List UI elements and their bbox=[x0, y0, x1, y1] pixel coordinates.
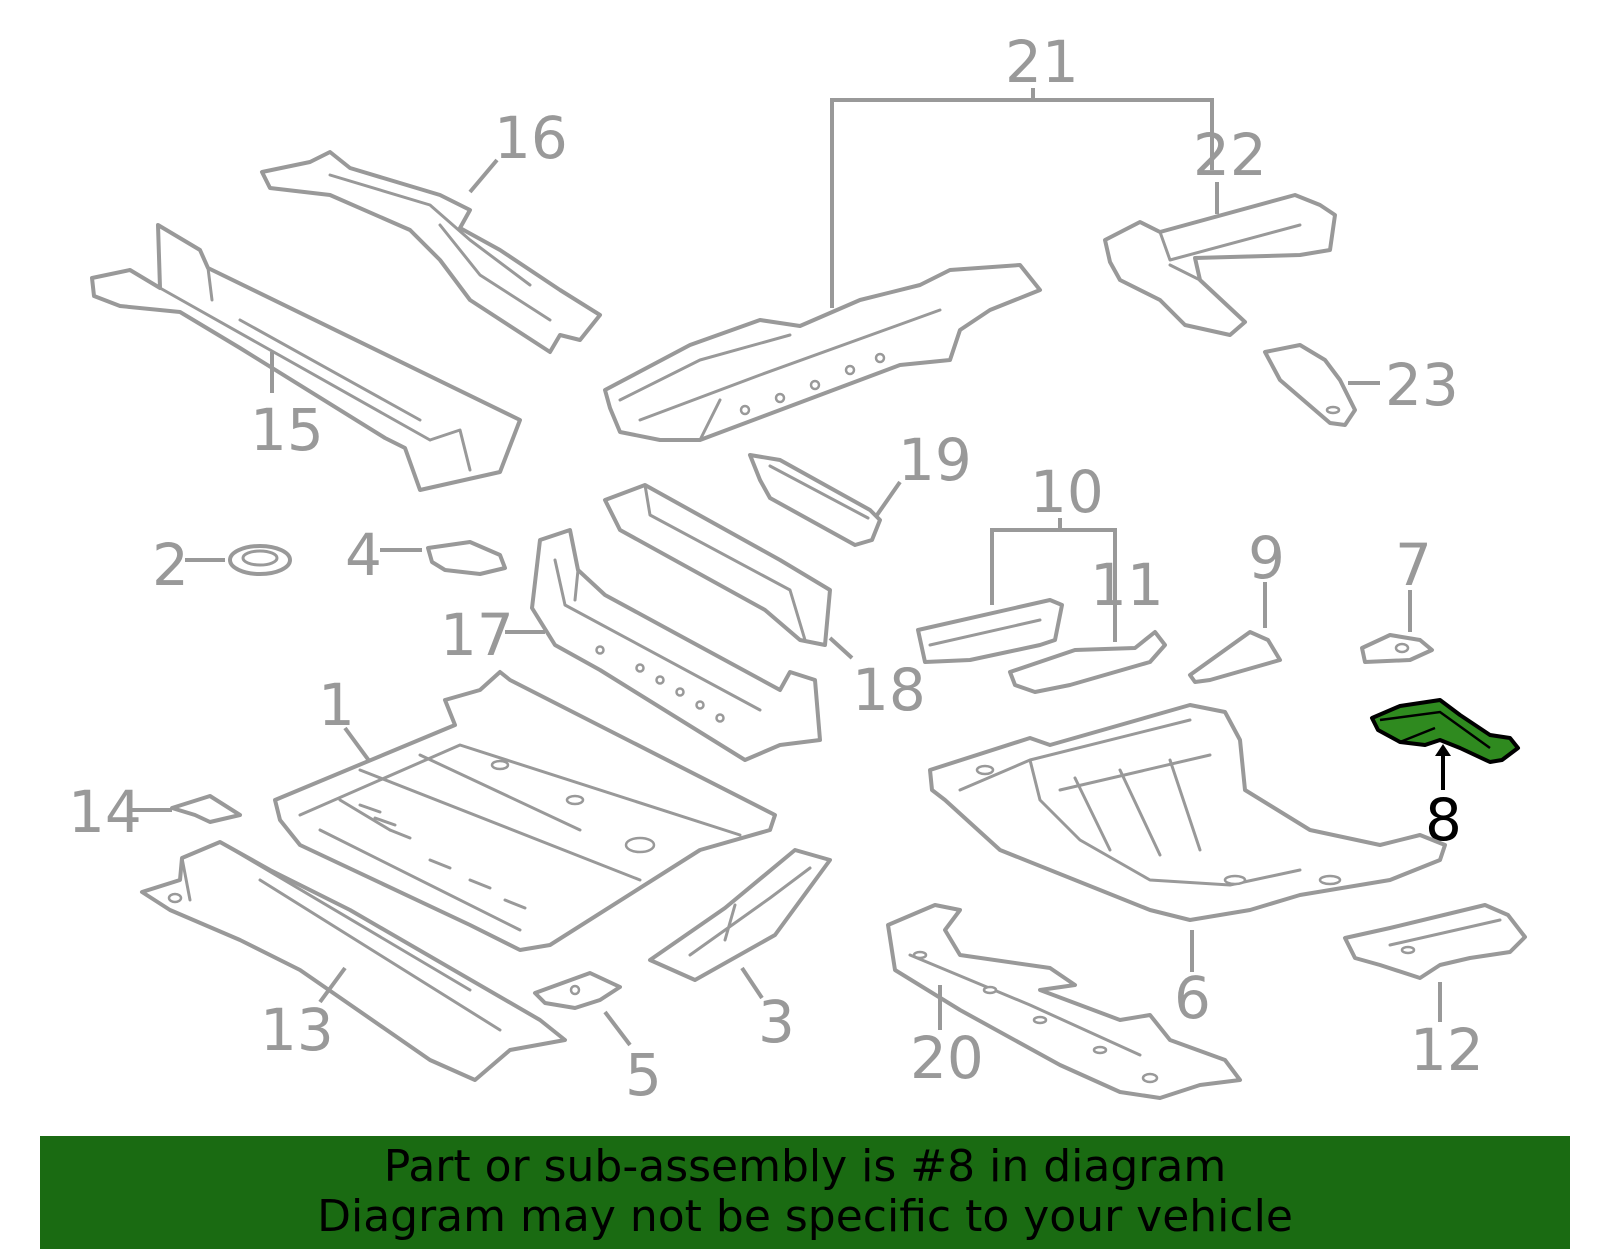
leader-1 bbox=[343, 726, 372, 764]
part-7-plate bbox=[1360, 633, 1434, 664]
callout-16[interactable]: 16 bbox=[494, 104, 568, 172]
callout-21[interactable]: 21 bbox=[1005, 28, 1079, 96]
part-1-floor-pan bbox=[273, 670, 777, 952]
callout-13[interactable]: 13 bbox=[260, 996, 334, 1064]
callout-15[interactable]: 15 bbox=[250, 396, 324, 464]
part-17-crossmember bbox=[530, 528, 822, 762]
bracket-10 bbox=[990, 528, 1117, 642]
callout-11[interactable]: 11 bbox=[1090, 551, 1164, 619]
callout-14[interactable]: 14 bbox=[68, 778, 142, 846]
part-10-reinforcement bbox=[916, 598, 1064, 664]
leader-5 bbox=[603, 1010, 632, 1047]
banner-line-1: Part or sub-assembly is #8 in diagram bbox=[383, 1141, 1227, 1192]
callout-2[interactable]: 2 bbox=[152, 531, 189, 599]
leader-13 bbox=[318, 966, 347, 1004]
part-22-rail-extension bbox=[1103, 193, 1337, 337]
callout-23[interactable]: 23 bbox=[1385, 351, 1459, 419]
part-20-side-member bbox=[886, 903, 1242, 1100]
part-19-channel bbox=[748, 453, 882, 547]
part-4-plate bbox=[426, 540, 507, 576]
part-14-plate bbox=[170, 794, 242, 824]
parts-diagram: 15 16 21 22 23 19 2 bbox=[68, 28, 1527, 1109]
callout-17[interactable]: 17 bbox=[440, 601, 514, 669]
callout-4[interactable]: 4 bbox=[345, 521, 382, 589]
part-21-side-rail bbox=[603, 263, 1042, 442]
part-11-bracket bbox=[1008, 630, 1167, 694]
callout-5[interactable]: 5 bbox=[625, 1041, 662, 1109]
arrow-8 bbox=[1435, 744, 1451, 756]
bracket-21 bbox=[830, 98, 1214, 308]
part-9-bracket bbox=[1188, 630, 1282, 684]
part-8-highlighted[interactable] bbox=[1370, 698, 1520, 764]
callout-20[interactable]: 20 bbox=[910, 1024, 984, 1092]
leader-3 bbox=[740, 966, 764, 1000]
info-banner: Part or sub-assembly is #8 in diagram Di… bbox=[40, 1136, 1570, 1249]
callout-18[interactable]: 18 bbox=[852, 656, 926, 724]
banner-line-2: Diagram may not be specific to your vehi… bbox=[317, 1191, 1293, 1242]
part-3-bracket bbox=[648, 848, 832, 982]
leader-19 bbox=[875, 480, 902, 517]
part-23-bracket bbox=[1263, 343, 1357, 427]
leader-18 bbox=[828, 636, 854, 660]
callout-19[interactable]: 19 bbox=[898, 426, 972, 494]
callout-22[interactable]: 22 bbox=[1193, 121, 1267, 189]
callout-7[interactable]: 7 bbox=[1395, 531, 1432, 599]
part-5-bracket bbox=[533, 971, 622, 1010]
callout-1[interactable]: 1 bbox=[318, 671, 355, 739]
callout-6[interactable]: 6 bbox=[1174, 964, 1211, 1032]
callout-10[interactable]: 10 bbox=[1030, 458, 1104, 526]
part-6-rear-floor-pan bbox=[928, 703, 1447, 922]
callout-9[interactable]: 9 bbox=[1248, 524, 1285, 592]
part-15-crossmember bbox=[90, 223, 522, 492]
part-16-brace bbox=[260, 150, 602, 354]
part-18-cross-member bbox=[603, 483, 832, 647]
part-13-lower-crossmember bbox=[140, 840, 567, 1082]
callout-12[interactable]: 12 bbox=[1410, 1016, 1484, 1084]
leader-16 bbox=[468, 158, 499, 194]
callout-3[interactable]: 3 bbox=[758, 988, 795, 1056]
part-12-rear-bracket bbox=[1343, 903, 1527, 980]
part-2-grommet bbox=[228, 544, 292, 576]
